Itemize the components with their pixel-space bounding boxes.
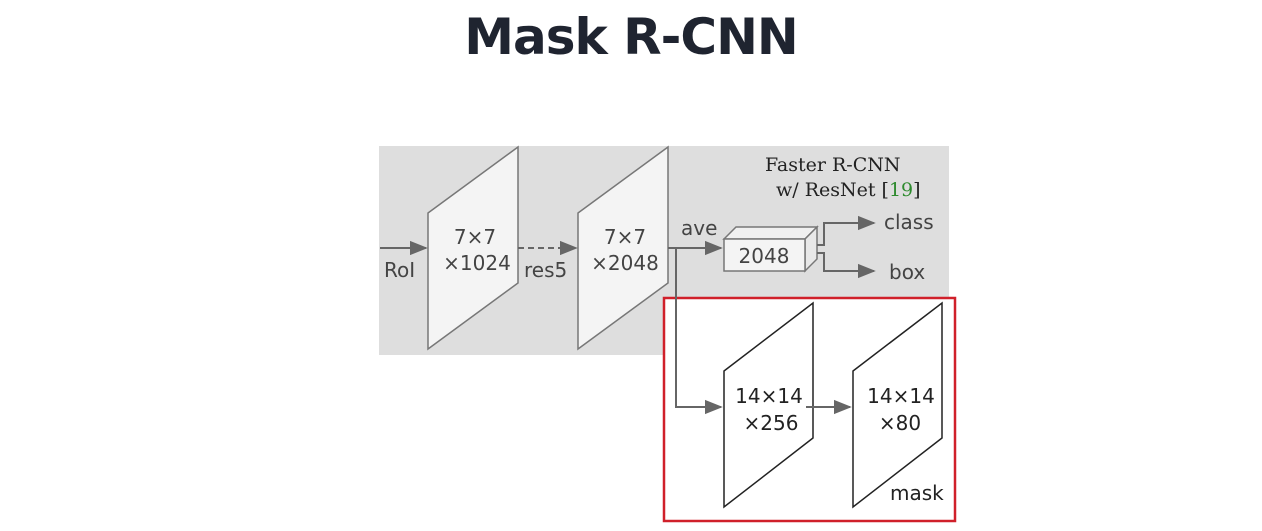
backbone-caption-line1: Faster R-CNN <box>765 154 901 176</box>
class-label: class <box>884 210 934 234</box>
feature-block-7x7x1024 <box>427 145 519 351</box>
fc-box-top <box>722 226 819 240</box>
block2-line2: ×2048 <box>591 251 659 275</box>
ave-label: ave <box>681 216 717 240</box>
feature-block-7x7x2048 <box>577 145 669 351</box>
block1-line2: ×1024 <box>443 251 511 275</box>
block1-line1: 7×7 <box>454 225 496 249</box>
mask-branch-arrow <box>675 248 723 415</box>
mask1-line2: ×256 <box>744 411 799 435</box>
mask-label: mask <box>890 481 944 505</box>
mask1-line1: 14×14 <box>735 384 803 408</box>
mask-block-14x14x256 <box>723 301 814 509</box>
class-arrow <box>817 215 876 246</box>
box-arrow <box>817 252 876 279</box>
fc-box-front <box>723 238 806 272</box>
mask2-line2: ×80 <box>879 411 921 435</box>
mask-block-14x14x80 <box>852 301 943 509</box>
mask2-line1: 14×14 <box>867 384 935 408</box>
roi-label: RoI <box>384 258 415 282</box>
block2-line1: 7×7 <box>604 225 646 249</box>
backbone-caption-line2: w/ ResNet [19] <box>776 179 921 201</box>
page-title: Mask R-CNN <box>464 8 799 66</box>
res5-label: res5 <box>524 258 567 282</box>
fc-box-label: 2048 <box>739 244 790 268</box>
box-label: box <box>889 260 925 284</box>
citation-ref: 19 <box>889 179 913 201</box>
